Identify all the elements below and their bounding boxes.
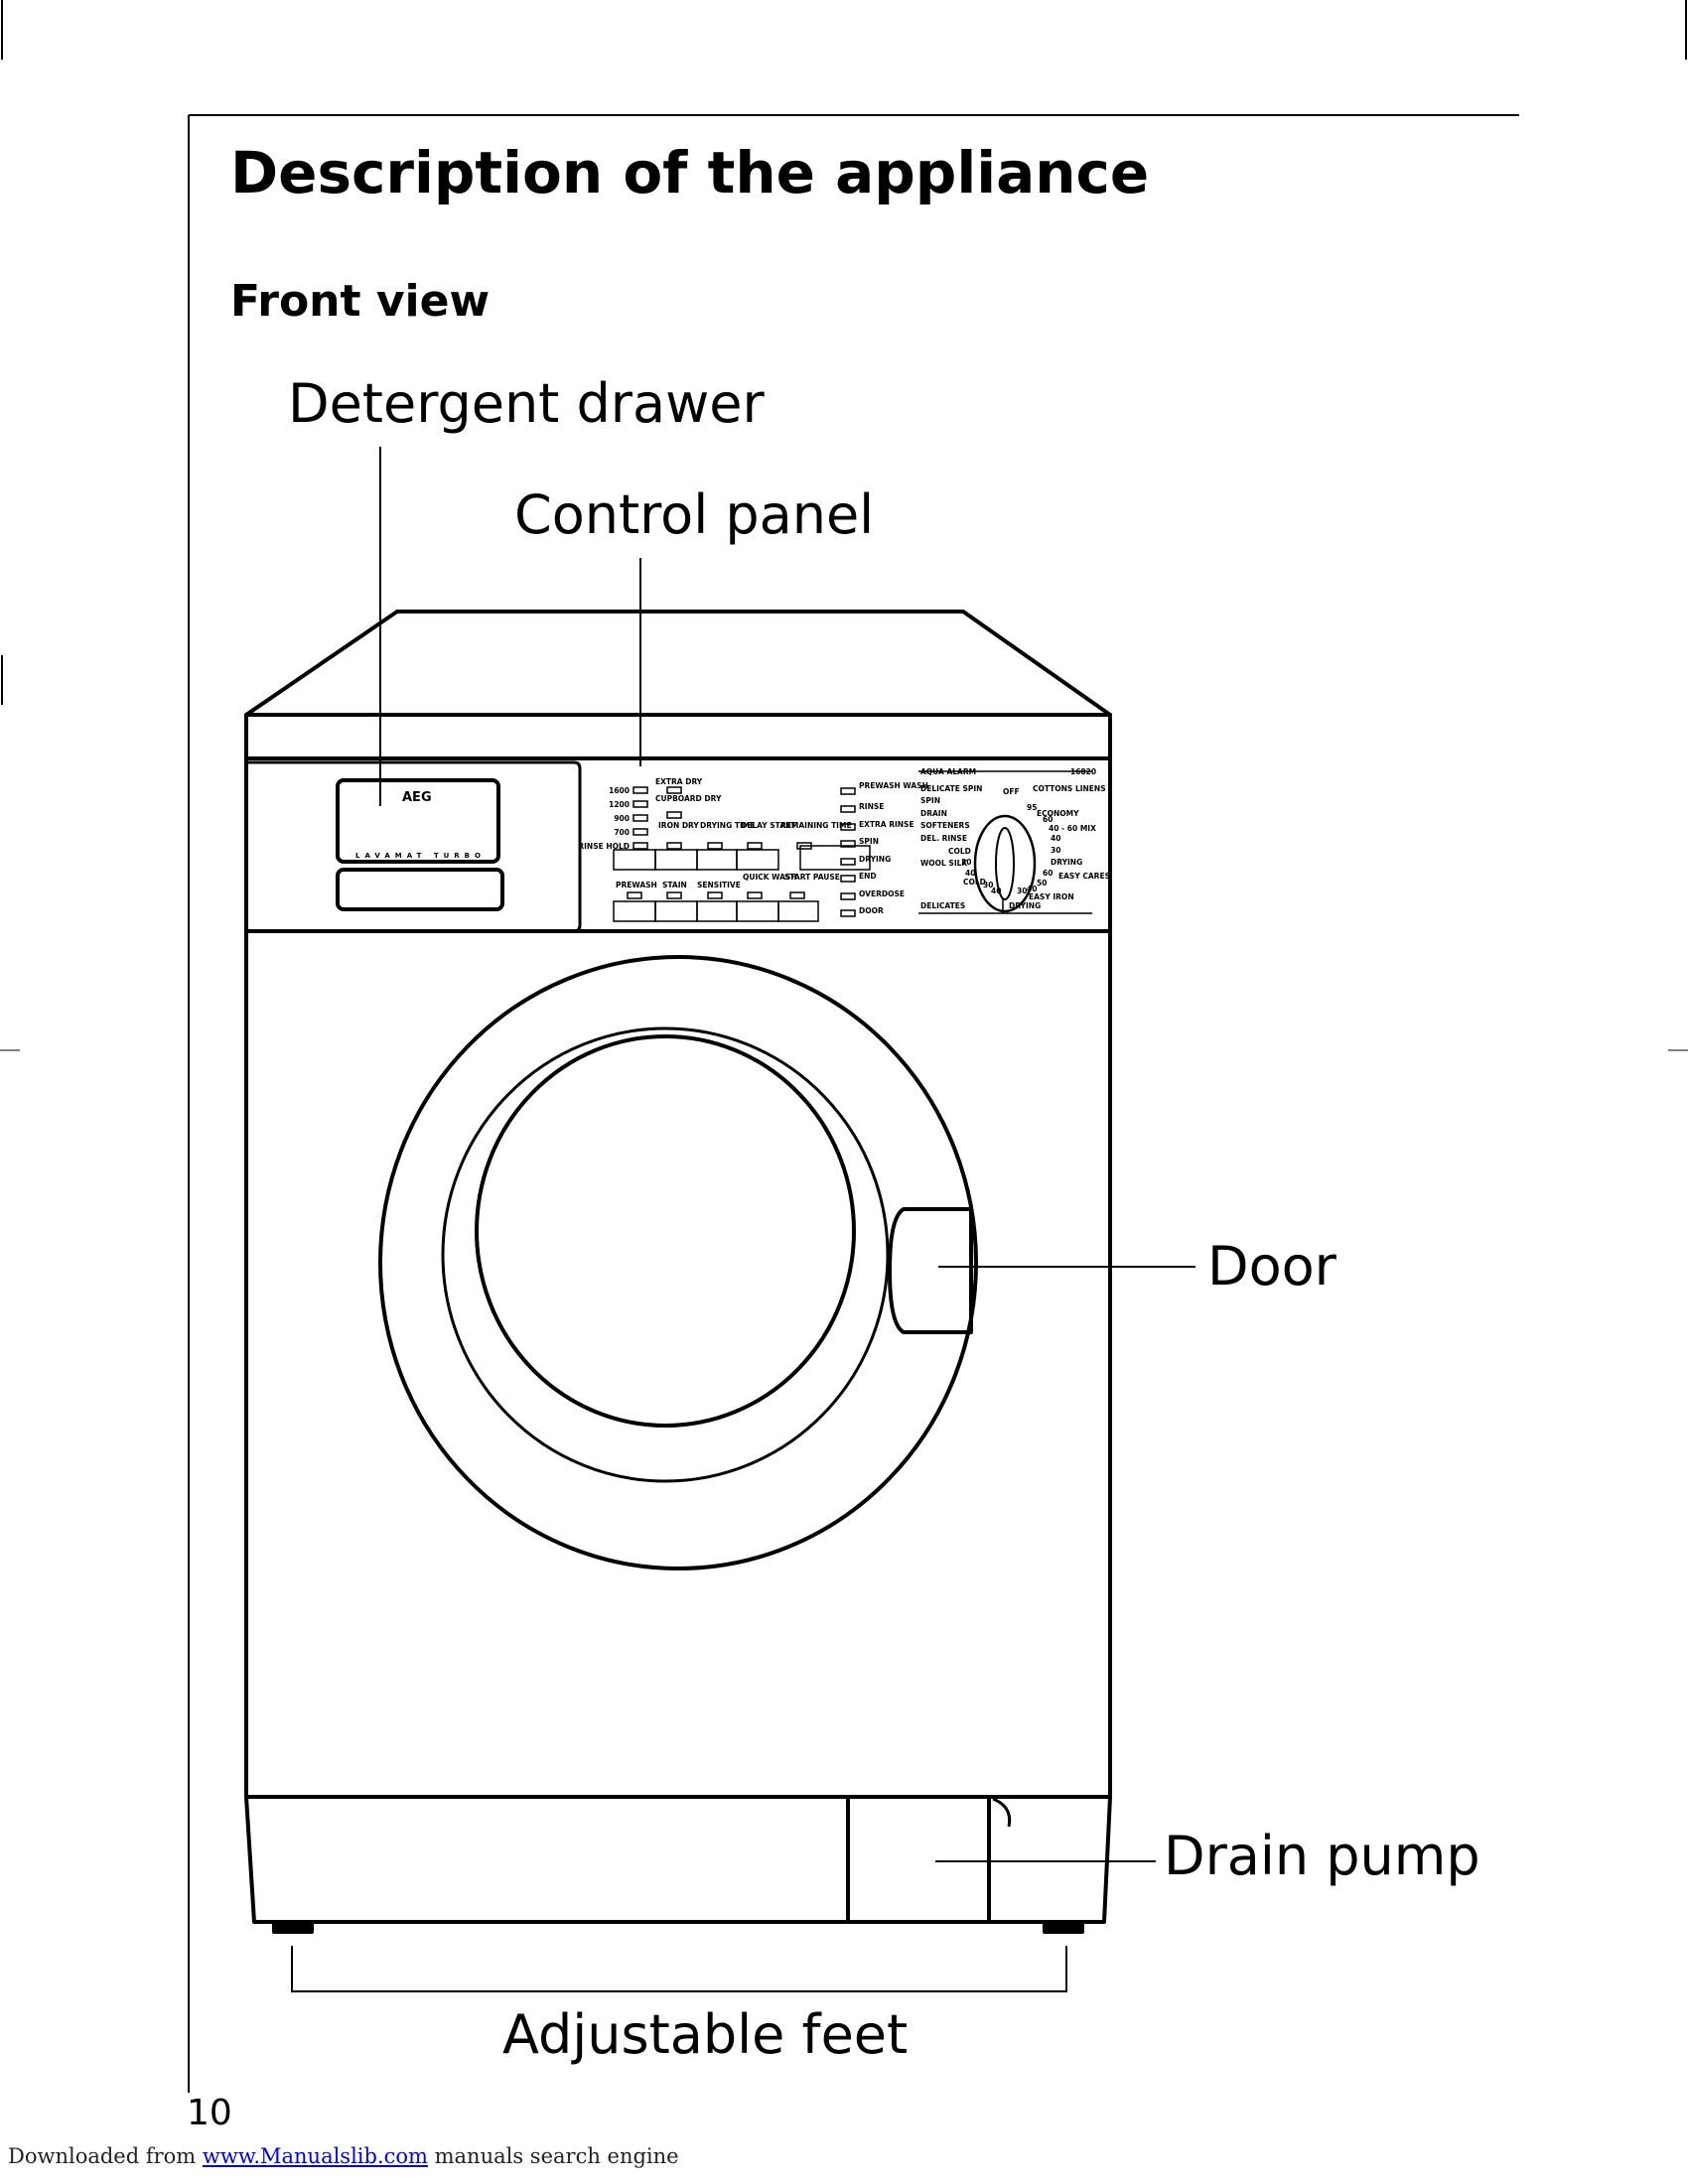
footer-prefix: Downloaded from [8,2144,203,2168]
callout-drain-pump: Drain pump [1164,1825,1480,1887]
svg-text:DOOR: DOOR [859,906,884,915]
manualslib-link[interactable]: www.Manualslib.com [202,2144,428,2168]
svg-text:STAIN: STAIN [662,881,687,889]
svg-text:DEL. RINSE: DEL. RINSE [920,834,967,843]
svg-text:CUPBOARD DRY: CUPBOARD DRY [655,794,722,803]
svg-text:AQUA ALARM: AQUA ALARM [920,767,976,776]
download-footer: Downloaded from www.Manualslib.com manua… [8,2144,679,2168]
svg-text:EXTRA RINSE: EXTRA RINSE [859,820,914,829]
svg-text:REMAINING TIME: REMAINING TIME [780,821,852,830]
machine-top [244,610,1112,717]
svg-text:30: 30 [983,881,993,889]
svg-text:EXTRA DRY: EXTRA DRY [655,777,703,786]
svg-text:60: 60 [1043,815,1053,824]
svg-text:DRYING: DRYING [1009,901,1041,910]
svg-text:IRON DRY: IRON DRY [658,821,699,830]
svg-text:DRYING: DRYING [1051,858,1082,867]
svg-text:ECONOMY: ECONOMY [1037,809,1079,818]
svg-text:COLD: COLD [963,878,986,887]
callout-adjustable-feet: Adjustable feet [502,2003,909,2066]
door-outer-ring [378,955,978,1570]
svg-text:RINSE: RINSE [859,802,884,811]
svg-text:PREWASH: PREWASH [616,881,657,889]
svg-text:16820: 16820 [1070,767,1096,776]
svg-text:40: 40 [1027,885,1037,893]
callout-detergent-drawer: Detergent drawer [288,372,765,435]
svg-text:DELICATE SPIN: DELICATE SPIN [920,784,982,793]
svg-text:OVERDOSE: OVERDOSE [859,889,905,898]
svg-text:SPIN: SPIN [920,796,940,805]
control-panel: AEG LAVAMAT TURBO 1600 1200 900 700 RINS… [355,767,1110,915]
model-name: LAVAMAT TURBO [355,852,486,860]
machine-plinth [244,1795,1112,1924]
svg-text:WOOL SILK: WOOL SILK [920,859,968,868]
svg-text:COLD: COLD [948,847,971,856]
section-subtitle: Front view [230,276,491,327]
svg-text:SENSITIVE: SENSITIVE [697,881,741,889]
svg-text:RINSE HOLD: RINSE HOLD [578,842,630,851]
svg-text:40: 40 [965,869,975,878]
door-glass [475,1034,856,1428]
svg-text:1200: 1200 [609,800,630,809]
svg-text:40: 40 [991,887,1001,895]
svg-text:900: 900 [614,814,630,823]
callout-control-panel: Control panel [514,483,875,546]
svg-text:EASY CARES: EASY CARES [1058,872,1110,881]
svg-text:40 - 60 MIX: 40 - 60 MIX [1049,824,1096,833]
door-inner-ring [441,1026,890,1483]
svg-text:DRYING: DRYING [859,855,891,864]
svg-text:30: 30 [1017,887,1027,895]
door-handle [888,1207,973,1334]
svg-text:DRYING TIME: DRYING TIME [700,821,755,830]
svg-text:1600: 1600 [609,786,630,795]
brand-logo: AEG [402,790,432,805]
svg-text:OFF: OFF [1003,787,1020,796]
detergent-drawer-handle [336,868,504,911]
svg-text:SPIN: SPIN [859,837,879,846]
page-title: Description of the appliance [230,139,1150,206]
svg-text:SOFTENERS: SOFTENERS [920,821,970,830]
svg-text:START PAUSE: START PAUSE [784,873,840,882]
svg-text:QUICK WASH: QUICK WASH [743,873,797,882]
svg-text:700: 700 [614,828,630,837]
footer-suffix: manuals search engine [427,2144,679,2168]
svg-text:DRAIN: DRAIN [920,809,947,818]
svg-text:30: 30 [1051,846,1060,855]
svg-text:PREWASH WASH: PREWASH WASH [859,781,928,790]
svg-text:DELICATES: DELICATES [920,901,965,910]
svg-text:30: 30 [961,858,971,867]
page-number: 10 [187,2093,232,2133]
svg-text:EASY IRON: EASY IRON [1029,892,1074,901]
svg-text:50: 50 [1037,879,1047,887]
svg-text:95: 95 [1027,803,1037,812]
detergent-drawer [336,778,500,864]
svg-text:40: 40 [1051,834,1060,843]
svg-text:60: 60 [1043,869,1053,878]
svg-text:COTTONS LINENS: COTTONS LINENS [1033,784,1106,793]
program-dial [973,814,1037,913]
callout-door: Door [1207,1235,1336,1297]
svg-text:END: END [859,872,877,881]
drain-pump-cover [846,1795,991,1924]
svg-text:DELAY START: DELAY START [741,821,796,830]
